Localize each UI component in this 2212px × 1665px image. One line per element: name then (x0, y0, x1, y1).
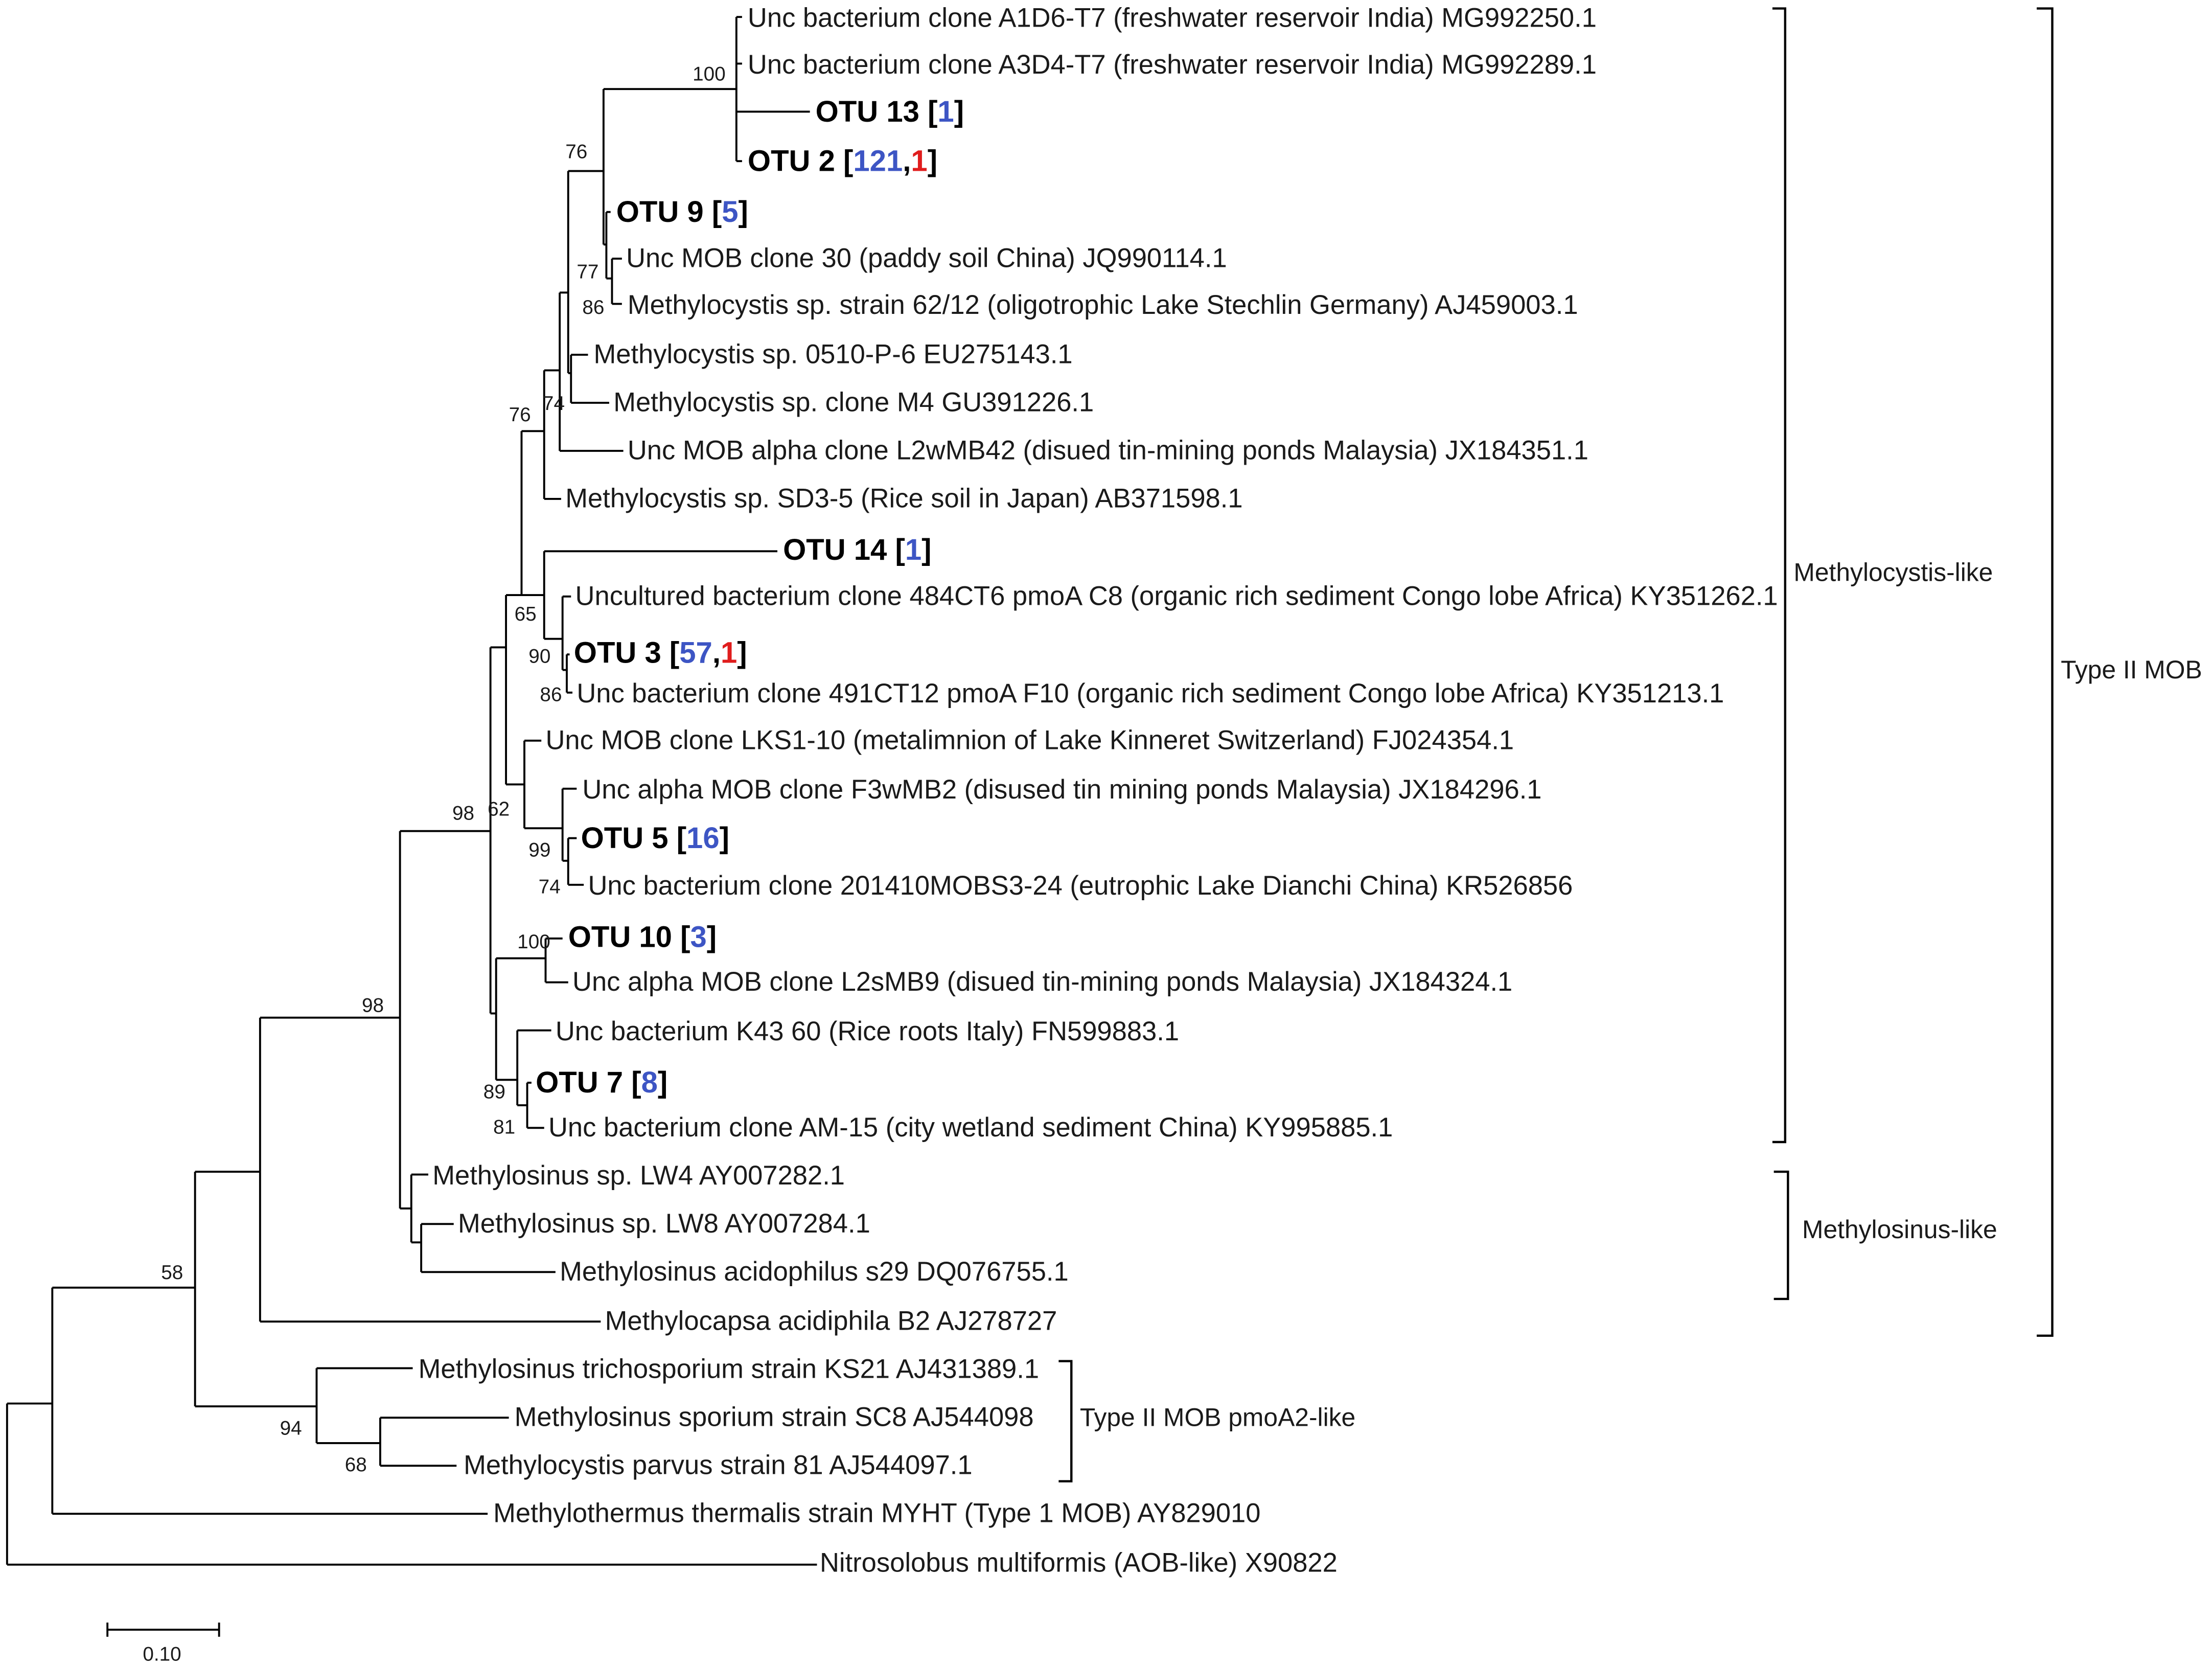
scale-bar-label: 0.10 (143, 1644, 181, 1665)
bootstrap-value: 98 (452, 803, 474, 825)
leaf-label: Unc bacterium K43 60 (Rice roots Italy) … (556, 1016, 1179, 1046)
leaf-label: Methylothermus thermalis strain MYHT (Ty… (493, 1498, 1260, 1529)
bootstrap-value: 100 (693, 63, 726, 85)
bootstrap-value: 90 (528, 646, 550, 668)
leaf-label: Methylocystis sp. 0510-P-6 EU275143.1 (594, 339, 1073, 370)
leaf-label: Methylosinus acidophilus s29 DQ076755.1 (560, 1257, 1069, 1287)
bootstrap-value: 74 (543, 393, 565, 415)
clade-label-pmoa2-like: Type II MOB pmoA2-like (1080, 1403, 1355, 1432)
bootstrap-value: 74 (539, 876, 561, 898)
leaf-label: Methylocystis parvus strain 81 AJ544097.… (464, 1450, 973, 1480)
bootstrap-value: 76 (565, 141, 587, 163)
leaf-label: Unc bacterium clone 201410MOBS3-24 (eutr… (588, 871, 1573, 901)
otu-count-blue: 3 (690, 920, 706, 953)
otu-count-blue: 16 (686, 822, 720, 855)
bracket-type-ii-mob (2037, 7, 2054, 1337)
leaf-label: Methylocystis sp. SD3-5 (Rice soil in Ja… (565, 484, 1242, 514)
otu-count-blue: 8 (641, 1066, 658, 1099)
bootstrap-value: 81 (493, 1116, 515, 1138)
bootstrap-value: 99 (528, 839, 550, 861)
otu-label: OTU 5 [16] (581, 822, 729, 855)
leaf-label: Unc MOB clone LKS1-10 (metalimnion of La… (545, 725, 1514, 755)
bootstrap-value: 98 (362, 995, 384, 1017)
bootstrap-value: 94 (280, 1417, 302, 1439)
otu-count-blue: 5 (722, 195, 738, 229)
leaf-label: Unc bacterium clone AM-15 (city wetland … (548, 1112, 1393, 1143)
otu-label: OTU 13 [1] (816, 95, 964, 128)
otu-label: OTU 7 [8] (536, 1066, 667, 1099)
clade-label-methylosinus-like: Methylosinus-like (1802, 1215, 1997, 1244)
bracket-methylosinus-like (1773, 1170, 1789, 1301)
otu-label: OTU 2 [121,1] (748, 145, 937, 178)
otu-count-red: 1 (721, 636, 737, 670)
tree-branches (6, 16, 817, 1566)
leaf-label: Methylocystis sp. strain 62/12 (oligotro… (628, 290, 1578, 320)
leaf-label: Methylosinus trichosporium strain KS21 A… (419, 1354, 1039, 1384)
leaf-label: Unc bacterium clone A3D4-T7 (freshwater … (748, 50, 1597, 80)
bootstrap-value: 86 (582, 296, 604, 318)
leaf-label: Uncultured bacterium clone 484CT6 pmoA C… (575, 581, 1778, 611)
clade-label-type-ii-mob: Type II MOB (2061, 655, 2202, 684)
leaf-label: Methylocapsa acidiphila B2 AJ278727 (605, 1306, 1057, 1336)
otu-label: OTU 10 [3] (568, 920, 717, 953)
otu-label: OTU 9 [5] (616, 195, 748, 229)
otu-count-red: 1 (911, 145, 927, 178)
bracket-pmoa2-like (1058, 1360, 1073, 1482)
leaf-label: Unc alpha MOB clone F3wMB2 (disused tin … (582, 774, 1541, 805)
leaf-labels: Unc bacterium clone A1D6-T7 (freshwater … (419, 3, 1778, 1578)
clade-label-methylocystis-like: Methylocystis-like (1793, 558, 1993, 586)
bootstrap-value: 86 (540, 683, 562, 705)
bootstrap-value: 65 (515, 603, 537, 625)
leaf-label: Unc MOB clone 30 (paddy soil China) JQ99… (626, 243, 1227, 273)
otu-count-blue: 1 (905, 533, 921, 566)
leaf-label: Unc bacterium clone 491CT12 pmoA F10 (or… (577, 678, 1724, 709)
bootstrap-values: 100 76 77 86 74 76 65 90 86 62 99 74 100… (161, 63, 725, 1476)
leaf-label: Methylosinus sporium strain SC8 AJ544098 (515, 1402, 1034, 1432)
leaf-label: Unc MOB alpha clone L2wMB42 (disued tin-… (628, 436, 1588, 466)
bootstrap-value: 62 (488, 798, 510, 820)
leaf-label: Methylosinus sp. LW4 AY007282.1 (432, 1160, 845, 1191)
otu-count-blue: 1 (937, 95, 954, 128)
bracket-methylocystis-like (1772, 7, 1787, 1144)
bootstrap-value: 58 (161, 1262, 183, 1284)
bootstrap-value: 68 (345, 1454, 367, 1476)
otu-label: OTU 3 [57,1] (574, 636, 747, 670)
bootstrap-value: 89 (483, 1081, 505, 1103)
otu-label: OTU 14 [1] (783, 533, 931, 566)
bootstrap-value: 76 (509, 404, 531, 426)
clade-brackets: Methylocystis-like Methylosinus-like Typ… (1058, 7, 2202, 1482)
leaf-label: Methylosinus sp. LW8 AY007284.1 (458, 1208, 870, 1239)
otu-count-blue: 121 (853, 145, 903, 178)
scale-bar: 0.10 (106, 1623, 220, 1665)
bootstrap-value: 77 (577, 261, 598, 283)
leaf-label: Unc bacterium clone A1D6-T7 (freshwater … (748, 3, 1597, 33)
leaf-label: Nitrosolobus multiformis (AOB-like) X908… (820, 1548, 1338, 1578)
bootstrap-value: 100 (517, 931, 550, 953)
otu-count-blue: 57 (679, 636, 712, 670)
leaf-label: Unc alpha MOB clone L2sMB9 (disued tin-m… (572, 967, 1512, 997)
leaf-label: Methylocystis sp. clone M4 GU391226.1 (613, 387, 1094, 418)
